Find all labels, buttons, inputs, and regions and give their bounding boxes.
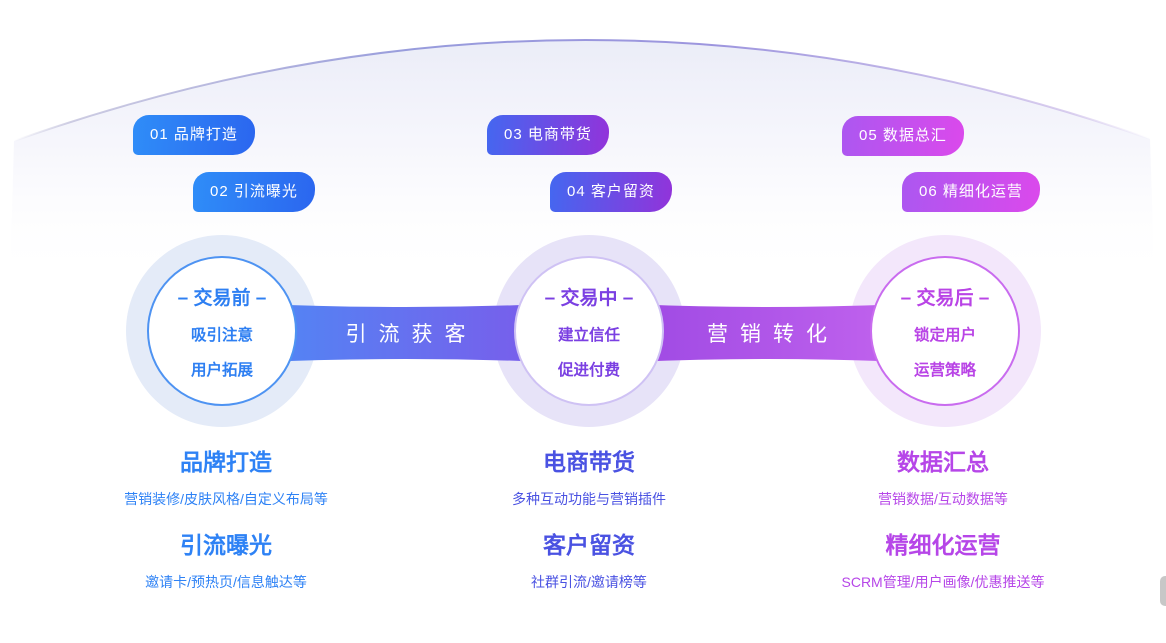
stage1-title: – 交易前 – [177,287,267,309]
stage2-line1: 建立信任 [557,326,620,344]
stage2-circle-in-transaction: – 交易中 – 建立信任 促进付费 [514,256,664,406]
flow-band-conversion-label: 营销转化 [707,323,839,346]
stage1-circle-pre-transaction: – 交易前 – 吸引注意 用户拓展 [147,256,297,406]
feature-heading-traffic-exposure: 引流曝光 [180,532,272,558]
badge-05-data-summary: 05 数据总汇 [842,116,964,156]
footer-column-2: 电商带货 多种互动功能与营销插件 客户留资 社群引流/邀请榜等 [419,449,759,615]
right-edge-artifact [1160,576,1166,606]
footer-column-3: 数据汇总 营销数据/互动数据等 精细化运营 SCRM管理/用户画像/优惠推送等 [773,449,1113,615]
feature-sub-brand-building: 营销装修/皮肤风格/自定义布局等 [124,491,328,507]
stage1-line2: 用户拓展 [190,361,253,379]
feature-sub-traffic-exposure: 邀请卡/预热页/信息触达等 [145,574,307,590]
stage3-title: – 交易后 – [900,287,990,309]
feature-heading-brand-building: 品牌打造 [180,449,272,475]
feature-heading-refined-operation: 精细化运营 [885,532,1001,558]
stage1-line1: 吸引注意 [190,326,253,344]
footer-column-1: 品牌打造 营销装修/皮肤风格/自定义布局等 引流曝光 邀请卡/预热页/信息触达等 [56,449,396,615]
badge-03-ecommerce: 03 电商带货 [487,115,609,155]
feature-heading-data-summary: 数据汇总 [897,449,989,475]
feature-sub-lead-retention: 社群引流/邀请榜等 [531,574,647,590]
feature-sub-refined-operation: SCRM管理/用户画像/优惠推送等 [841,574,1045,590]
stage2-title: – 交易中 – [544,287,634,309]
feature-heading-ecommerce: 电商带货 [543,449,635,475]
stage2-line2: 促进付费 [557,361,620,379]
feature-heading-lead-retention: 客户留资 [543,532,635,558]
badge-06-refined-operation: 06 精细化运营 [902,172,1040,212]
badge-02-traffic-exposure: 02 引流曝光 [193,172,315,212]
stage3-circle-post-transaction: – 交易后 – 锁定用户 运营策略 [870,256,1020,406]
stage3-line1: 锁定用户 [913,326,976,344]
badge-01-brand-building: 01 品牌打造 [133,115,255,155]
flow-band-acquisition-label: 引流获客 [345,323,478,346]
feature-sub-data-summary: 营销数据/互动数据等 [878,491,1008,507]
badge-04-lead-retention: 04 客户留资 [550,172,672,212]
feature-sub-ecommerce: 多种互动功能与营销插件 [512,491,666,507]
stage3-line2: 运营策略 [913,361,976,379]
